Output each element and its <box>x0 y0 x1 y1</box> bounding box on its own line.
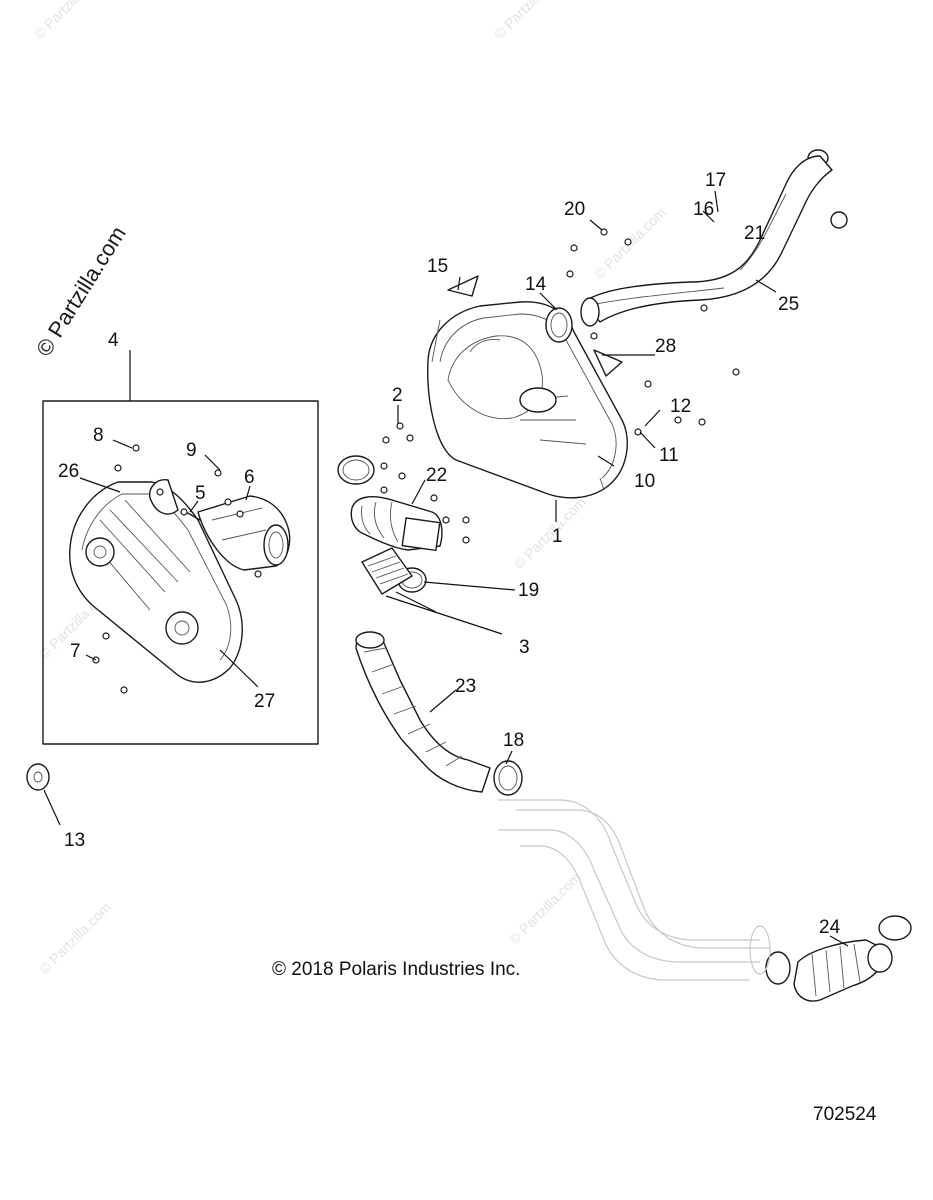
callout-5: 5 <box>195 483 206 504</box>
callout-13: 13 <box>64 830 85 851</box>
callout-15: 15 <box>427 256 448 277</box>
outer-clutch-cover <box>427 301 628 499</box>
callout-18: 18 <box>503 730 524 751</box>
outlet-hose-part-25 <box>580 155 833 327</box>
callout-27: 27 <box>254 691 275 712</box>
callout-6: 6 <box>244 467 255 488</box>
callout-4: 4 <box>108 330 119 351</box>
callout-21: 21 <box>744 223 765 244</box>
callout-11: 11 <box>659 445 679 466</box>
watermark-tile: © Partzilla.com <box>511 494 589 572</box>
inner-cover-assembly-box <box>42 350 319 745</box>
callout-26: 26 <box>58 461 79 482</box>
callout-3: 3 <box>519 637 530 658</box>
callout-24: 24 <box>819 917 841 938</box>
fasteners <box>380 228 740 544</box>
callout-8: 8 <box>93 425 104 446</box>
watermark-tile: © Partzilla.com <box>31 0 109 42</box>
callout-16: 16 <box>693 199 714 220</box>
hose-part-23 <box>355 631 491 793</box>
filter-part-3 <box>361 547 413 595</box>
callout-10: 10 <box>634 471 655 492</box>
callout-7: 7 <box>70 641 81 662</box>
callout-25: 25 <box>778 294 799 315</box>
callout-1: 1 <box>552 526 563 547</box>
intake-duct-part-22 <box>350 496 443 552</box>
watermark-tile: © Partzilla.com <box>491 0 569 42</box>
callout-20: 20 <box>564 199 585 220</box>
callout-23: 23 <box>455 676 476 697</box>
copyright-text: © 2018 Polaris Industries Inc. <box>272 959 520 980</box>
gaskets <box>447 275 623 377</box>
ghost-duct-assembly <box>498 799 771 981</box>
callout-17: 17 <box>705 170 726 191</box>
hose-clamps <box>337 149 912 985</box>
callout-2: 2 <box>392 385 403 406</box>
callout-labels: 1 2 3 4 5 6 7 8 9 10 11 12 13 14 15 16 1… <box>58 170 841 938</box>
washer-part-13 <box>26 763 50 791</box>
callout-22: 22 <box>426 465 447 486</box>
callout-9: 9 <box>186 440 197 461</box>
callout-19: 19 <box>518 580 539 601</box>
diagram-number: 702524 <box>813 1104 877 1125</box>
watermark-tile: © Partzilla.com <box>506 869 584 947</box>
callout-28: 28 <box>655 336 676 357</box>
hose-part-24 <box>793 939 893 1002</box>
callout-12: 12 <box>670 396 691 417</box>
watermark-tile: © Partzilla.com <box>36 899 114 977</box>
callout-14: 14 <box>525 274 547 295</box>
leader-lines <box>43 190 849 947</box>
